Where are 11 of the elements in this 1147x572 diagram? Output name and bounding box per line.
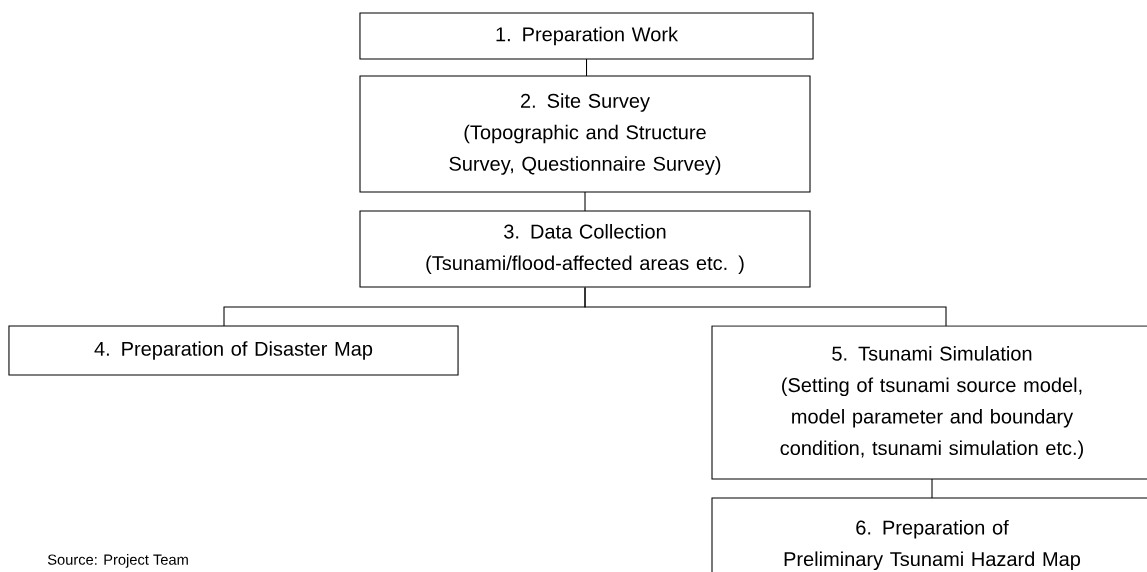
connector-line — [585, 58, 588, 77]
process-box: 1. Preparation Work — [359, 12, 814, 60]
process-box: 6. Preparation of Preliminary Tsunami Hazard Map — [711, 497, 1147, 572]
connector-line — [931, 478, 933, 499]
process-box: 5. Tsunami Simulation (Setting of tsunami source model, model parameter and boundary condition, tsunami simulation etc.) — [711, 325, 1147, 480]
process-box: 4. Preparation of Disaster Map — [8, 325, 459, 376]
process-box: 2. Site Survey (Topographic and Structure Survey, Questionnaire Survey) — [359, 75, 811, 193]
connector-line — [584, 191, 586, 212]
process-box: 3. Data Collection (Tsunami/flood-affected areas etc. ) — [359, 210, 811, 288]
connector-line — [584, 287, 947, 327]
source-note: Source: Project Team — [47, 554, 188, 568]
